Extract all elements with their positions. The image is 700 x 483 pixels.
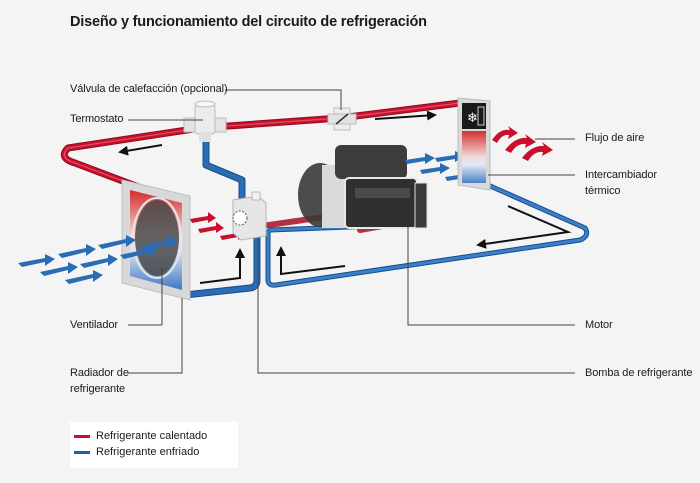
heating-valve (327, 107, 357, 131)
label-thermostat: Termostato (70, 113, 124, 125)
diagram-title: Diseño y funcionamiento del circuito de … (70, 14, 427, 30)
hot-airflow-arrows (492, 126, 553, 161)
label-heat-exchanger-2: térmico (585, 185, 621, 197)
legend: Refrigerante calentado Refrigerante enfr… (70, 422, 238, 468)
motor (298, 145, 428, 229)
legend-label-hot: Refrigerante calentado (96, 430, 208, 442)
leader-motor (407, 227, 575, 326)
hot-air-outflow-arrows (190, 212, 246, 240)
label-motor: Motor (585, 319, 613, 331)
cold-air-inflow-arrows (18, 235, 178, 284)
snowflake-icon: ❄ (467, 110, 478, 125)
heat-exchanger: ❄ (457, 97, 491, 191)
flow-direction-arrows (118, 110, 572, 284)
label-airflow: Flujo de aire (585, 132, 645, 144)
leader-radiator (128, 298, 183, 374)
label-heat-exchanger-1: Intercambiador (585, 169, 657, 181)
label-radiator-1: Radiador de (70, 367, 129, 379)
legend-item-cold: Refrigerante enfriado (74, 446, 199, 458)
flow-arrow-right-loop (476, 205, 572, 249)
label-pump: Bomba de refrigerante (585, 367, 693, 379)
flow-arrow-top-right (374, 110, 437, 121)
legend-swatch-cold (74, 450, 90, 454)
leader-pump (257, 238, 575, 374)
flow-arrow-pump-up (199, 248, 245, 284)
leader-valve (225, 89, 342, 110)
flow-arrow-top-left (118, 144, 163, 156)
radiator (121, 179, 191, 301)
label-leader-lines (128, 89, 575, 374)
label-heating-valve: Válvula de calefacción (opcional) (70, 83, 228, 95)
pump-impeller (232, 210, 248, 226)
legend-item-hot: Refrigerante calentado (74, 430, 207, 442)
legend-label-cold: Refrigerante enfriado (96, 446, 200, 458)
flow-arrow-return-up (276, 246, 346, 276)
fan (135, 200, 179, 276)
label-radiator-2: refrigerante (70, 383, 126, 395)
label-fan: Ventilador (70, 319, 118, 331)
thermostat (183, 100, 227, 142)
coolant-pump (232, 191, 267, 241)
legend-swatch-hot (74, 434, 90, 438)
